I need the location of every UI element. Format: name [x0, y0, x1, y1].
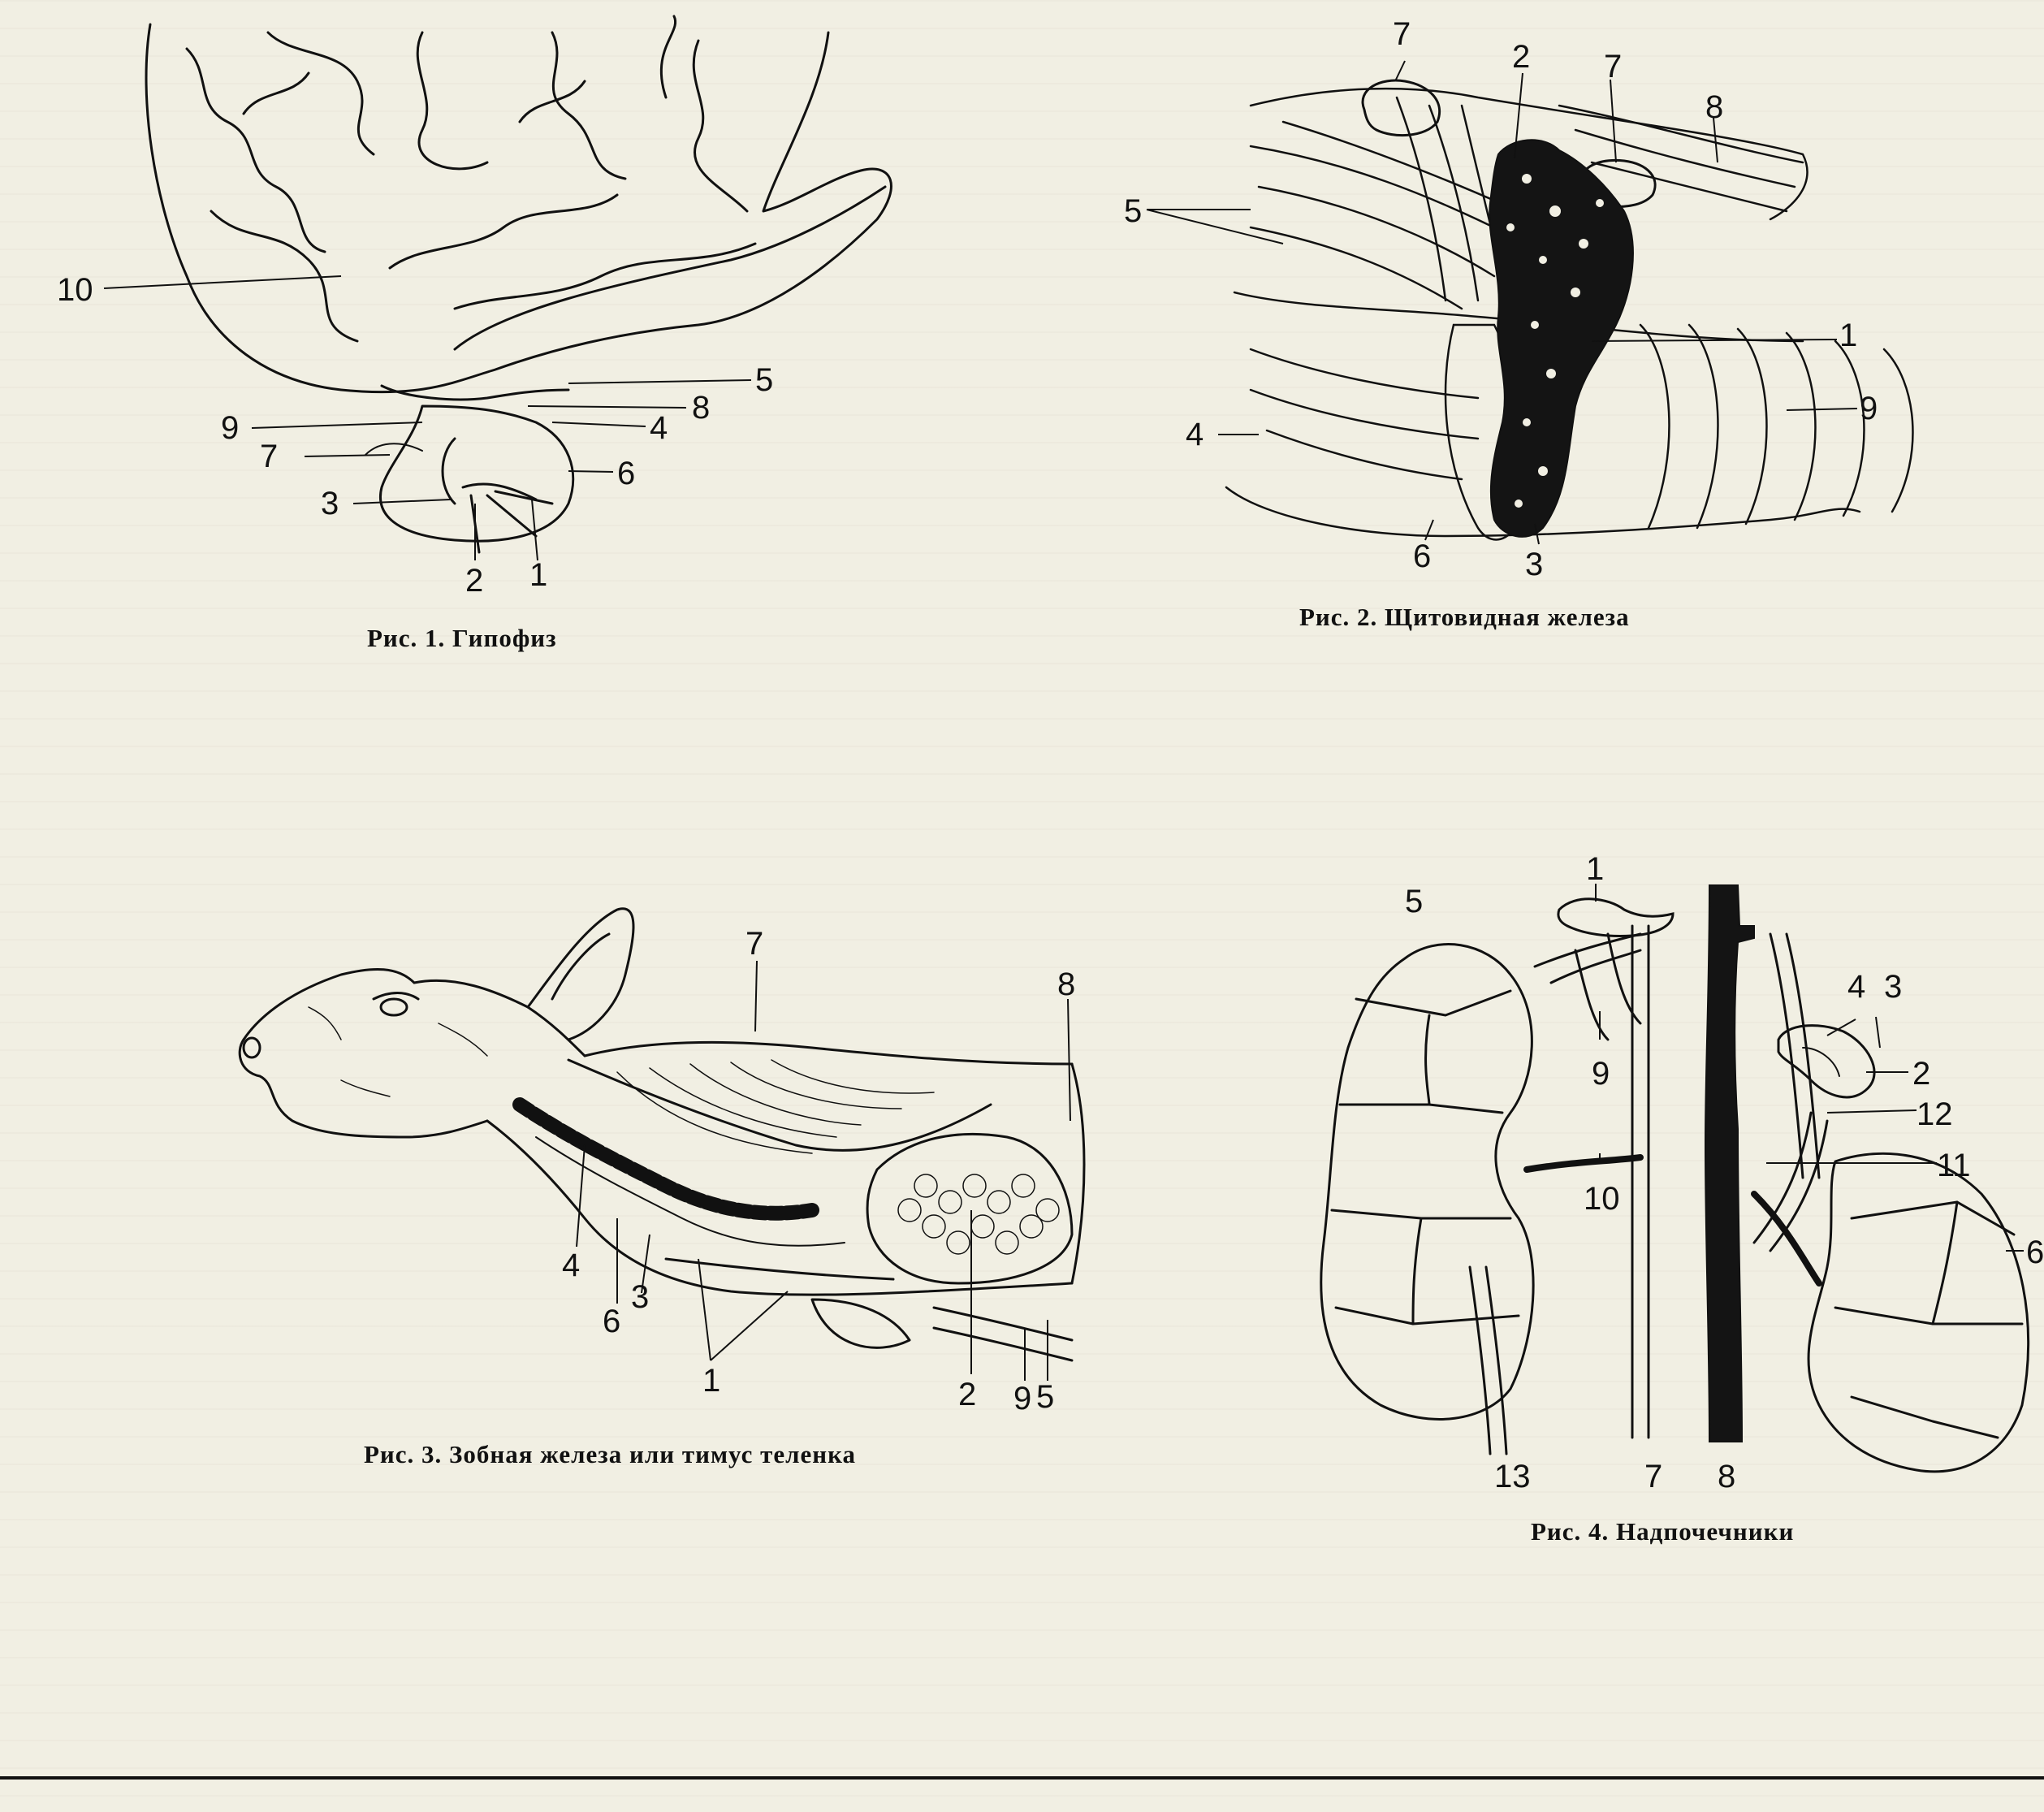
fig4-label-1: 1: [1586, 851, 1605, 887]
fig4-label-10: 10: [1584, 1181, 1620, 1217]
fig3-label-5: 5: [1036, 1379, 1055, 1415]
fig4-label-12: 12: [1917, 1096, 1953, 1132]
fig3-label-1: 1: [702, 1363, 721, 1399]
fig3-label-4: 4: [562, 1248, 581, 1283]
figure-2-drawing: [1146, 60, 1914, 545]
fig3-label-6: 6: [603, 1304, 621, 1339]
fig3-label-8: 8: [1057, 967, 1076, 1002]
fig2-label-3: 3: [1525, 547, 1544, 582]
figure-1-drawing: [103, 15, 892, 561]
figure-3-drawing: [238, 907, 1086, 1381]
fig1-label-9: 9: [221, 410, 240, 446]
fig3-caption: Рис. 3. Зобная железа или тимус теленка: [364, 1440, 857, 1468]
fig1-label-4: 4: [650, 410, 668, 446]
fig4-caption: Рис. 4. Надпочечники: [1531, 1517, 1795, 1546]
fig2-label-5: 5: [1124, 193, 1143, 229]
fig1-label-2: 2: [465, 563, 484, 599]
fig4-label-9: 9: [1592, 1056, 1610, 1092]
fig4-label-11: 11: [1937, 1148, 1971, 1183]
fig4-label-3: 3: [1884, 969, 1903, 1005]
fig4-label-8: 8: [1718, 1459, 1736, 1494]
fig2-label-8: 8: [1705, 89, 1724, 125]
fig4-label-4: 4: [1847, 969, 1866, 1005]
fig1-label-8: 8: [692, 390, 711, 426]
fig1-label-6: 6: [617, 456, 636, 491]
fig1-label-10: 10: [57, 272, 93, 308]
fig1-label-1: 1: [529, 557, 548, 593]
fig3-label-9: 9: [1013, 1381, 1032, 1416]
fig2-label-1: 1: [1839, 318, 1858, 353]
figure-4-drawing: [1320, 884, 2030, 1473]
fig2-label-9: 9: [1860, 391, 1878, 426]
figure-4-adrenals: 1 5 4 3 2 9 12 11 10 6 13 7 8 Рис. 4. На…: [1267, 837, 2044, 1568]
fig1-label-5: 5: [755, 362, 774, 398]
fig2-label-4: 4: [1186, 417, 1204, 452]
fig4-label-5: 5: [1405, 884, 1424, 919]
fig4-label-13: 13: [1494, 1459, 1531, 1494]
fig4-label-6: 6: [2026, 1235, 2044, 1270]
fig4-label-7: 7: [1644, 1459, 1663, 1494]
fig2-label-7a: 7: [1393, 16, 1411, 52]
fig3-label-7: 7: [745, 926, 764, 962]
figure-2-thyroid: 7 2 7 8 5 1 9 4 6 3 Рис. 2. Щитовидная ж…: [1056, 0, 2044, 666]
figure-3-thymus: 7 8 4 6 3 1 2 9 5 Рис. 3. Зобная железа …: [0, 877, 1137, 1494]
fig2-label-2: 2: [1512, 39, 1531, 75]
fig1-label-7: 7: [260, 439, 279, 474]
figure-1-hypophysis: 10 5 8 9 4 7 6 3 2 1 Рис. 1. Гипофиз: [0, 0, 974, 666]
bottom-rule: [0, 1776, 2044, 1780]
fig2-label-7b: 7: [1604, 49, 1623, 84]
fig2-label-6: 6: [1413, 538, 1432, 574]
fig1-label-3: 3: [321, 486, 339, 521]
fig3-label-2: 2: [958, 1377, 977, 1412]
fig1-caption: Рис. 1. Гипофиз: [367, 624, 557, 652]
fig3-label-3: 3: [631, 1279, 650, 1315]
fig2-caption: Рис. 2. Щитовидная железа: [1299, 603, 1630, 631]
fig4-label-2: 2: [1912, 1056, 1931, 1092]
